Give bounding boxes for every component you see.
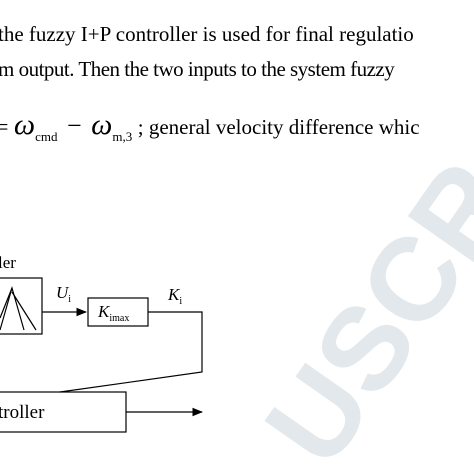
ui-label: Ui	[56, 283, 71, 305]
omega-m3-symbol: ω	[91, 108, 113, 141]
paragraph-line-2: m output. Then the two inputs to the sys…	[0, 57, 395, 81]
fuzzy-block	[0, 277, 43, 335]
controller-label: troller	[0, 402, 45, 423]
paragraph-line-1: the fuzzy I+P controller is used for fin…	[0, 22, 414, 46]
ki-label: Ki	[167, 285, 182, 307]
omega-m3-subscript: m,3	[112, 129, 133, 144]
equation: = ωcmd − ωm,3 ; general velocity differe…	[0, 108, 420, 144]
fuzzy-block-label: ler	[0, 253, 16, 272]
ki-feedback-line	[59, 311, 203, 393]
omega-cmd-symbol: ω	[13, 108, 36, 141]
equation-equals: =	[0, 114, 9, 139]
gain-block-label: Kimax	[97, 302, 129, 324]
membership-ramp	[0, 287, 37, 331]
equation-trailing-text: ; general velocity difference whic	[137, 115, 420, 139]
equation-minus: −	[67, 111, 82, 140]
omega-cmd-subscript: cmd	[35, 129, 58, 144]
